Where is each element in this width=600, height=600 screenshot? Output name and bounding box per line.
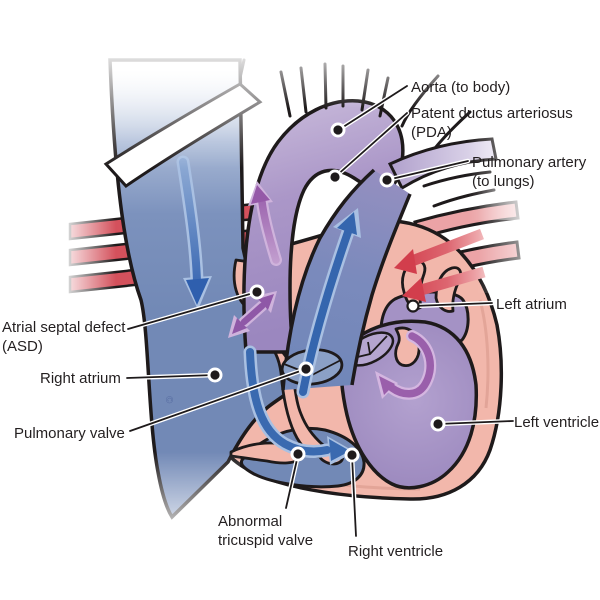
- label-right-ventricle-text: Right ventricle: [348, 543, 444, 560]
- label-left-ventricle: Left ventricle: [514, 413, 599, 432]
- label-right-atrium-text: Right atrium: [40, 370, 121, 387]
- label-pda: Patent ductus arteriosus (PDA): [411, 104, 573, 142]
- flow-arrow-pulmonary-vein-1: [394, 228, 484, 274]
- label-tricuspid-line1: Abnormal: [218, 513, 283, 530]
- flow-arrow-svc-down: [176, 155, 212, 310]
- label-right-ventricle: Right ventricle: [348, 542, 443, 561]
- leader-pulmonary-valve: [127, 361, 314, 434]
- leader-lines: [124, 83, 516, 539]
- label-left-ventricle-text: Left ventricle: [514, 414, 600, 431]
- label-tricuspid: Abnormal tricuspid valve: [218, 512, 313, 550]
- flow-arrow-asd-shunt: [228, 291, 277, 338]
- label-pulmonary-valve-text: Pulmonary valve: [14, 425, 125, 442]
- label-aorta: Aorta (to body): [411, 78, 510, 97]
- label-pda-line1: Patent ductus arteriosus: [411, 105, 573, 122]
- leader-tricuspid: [283, 446, 306, 511]
- label-right-atrium: Right atrium: [40, 369, 121, 388]
- flow-arrow-mitral: [375, 330, 437, 400]
- flow-arrow-pulmonary-vein-2: [402, 266, 486, 302]
- label-pa-line1: Pulmonary artery: [472, 154, 587, 171]
- watermark: ©: [163, 396, 174, 404]
- label-left-atrium-text: Left atrium: [496, 296, 567, 313]
- leader-pda: [327, 110, 410, 185]
- label-asd-line1: Atrial septal defect: [2, 319, 126, 336]
- edge-fades: [58, 38, 560, 552]
- label-pda-line2: (PDA): [411, 124, 452, 141]
- label-left-atrium: Left atrium: [496, 295, 567, 314]
- label-asd-line2: (ASD): [2, 338, 43, 355]
- leader-left-atrium: [406, 299, 495, 313]
- leader-left-ventricle: [430, 416, 516, 432]
- flow-arrow-aorta-up: [248, 181, 282, 266]
- leader-right-ventricle: [344, 447, 360, 539]
- label-pulmonary-valve: Pulmonary valve: [14, 424, 125, 443]
- leader-pulmonary-artery: [379, 158, 471, 188]
- label-tricuspid-line2: tricuspid valve: [218, 532, 314, 549]
- leader-aorta: [330, 83, 410, 138]
- label-aorta-text: Aorta (to body): [411, 79, 511, 96]
- leader-right-atrium: [124, 367, 223, 383]
- left-ventricle: [339, 319, 479, 490]
- label-pa-line2: (to lungs): [472, 173, 535, 190]
- label-pulmonary-artery: Pulmonary artery (to lungs): [472, 153, 586, 191]
- label-asd: Atrial septal defect (ASD): [2, 318, 125, 356]
- leader-asd: [125, 284, 265, 332]
